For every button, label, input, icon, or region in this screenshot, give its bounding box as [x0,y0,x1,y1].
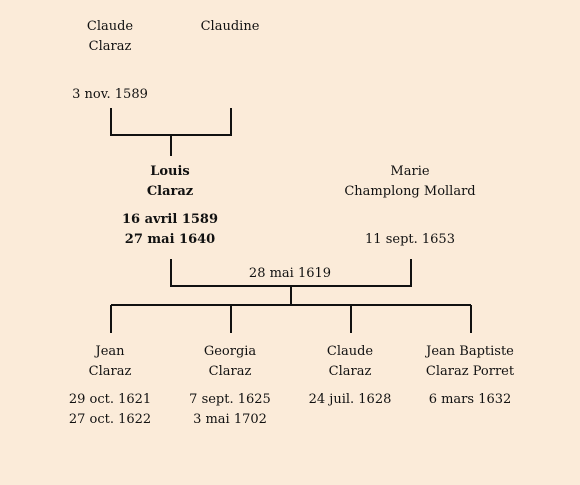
child-4-last-name: Claraz Porret [425,364,515,379]
subject-birth-date: 16 avril 1589 [121,212,219,227]
spouse-last-name: Champlong Mollard [344,184,476,199]
subject-last-name: Claraz [146,184,194,199]
child-4-birth-date: 6 mars 1632 [428,392,512,407]
spouse-date: 11 sept. 1653 [365,232,455,247]
child-2-first-name: Georgia [203,344,257,359]
child-1-birth-date: 29 oct. 1621 [68,392,152,407]
child-2-last-name: Claraz [208,364,252,379]
father-last-name: Claraz [88,39,132,54]
marriage-date: 28 mai 1619 [248,266,332,281]
child-4-first-name: Jean Baptiste [426,344,514,359]
father-first-name: Claude [86,19,134,34]
child-2-birth-date: 7 sept. 1625 [189,392,271,407]
spouse-first-name: Marie [390,164,430,179]
child-3-birth-date: 24 juil. 1628 [308,392,392,407]
children-connector [110,286,472,333]
child-1-first-name: Jean [95,344,125,359]
child-1-death-date: 27 oct. 1622 [68,412,152,427]
child-2-death-date: 3 mai 1702 [193,412,267,427]
child-3-first-name: Claude [326,344,374,359]
child-3-last-name: Claraz [328,364,372,379]
father-date: 3 nov. 1589 [72,87,148,102]
child-1-last-name: Claraz [88,364,132,379]
subject-death-date: 27 mai 1640 [124,232,216,247]
subject-first-name: Louis [150,164,190,179]
parents-connector [110,108,232,156]
mother-first-name: Claudine [200,19,260,34]
